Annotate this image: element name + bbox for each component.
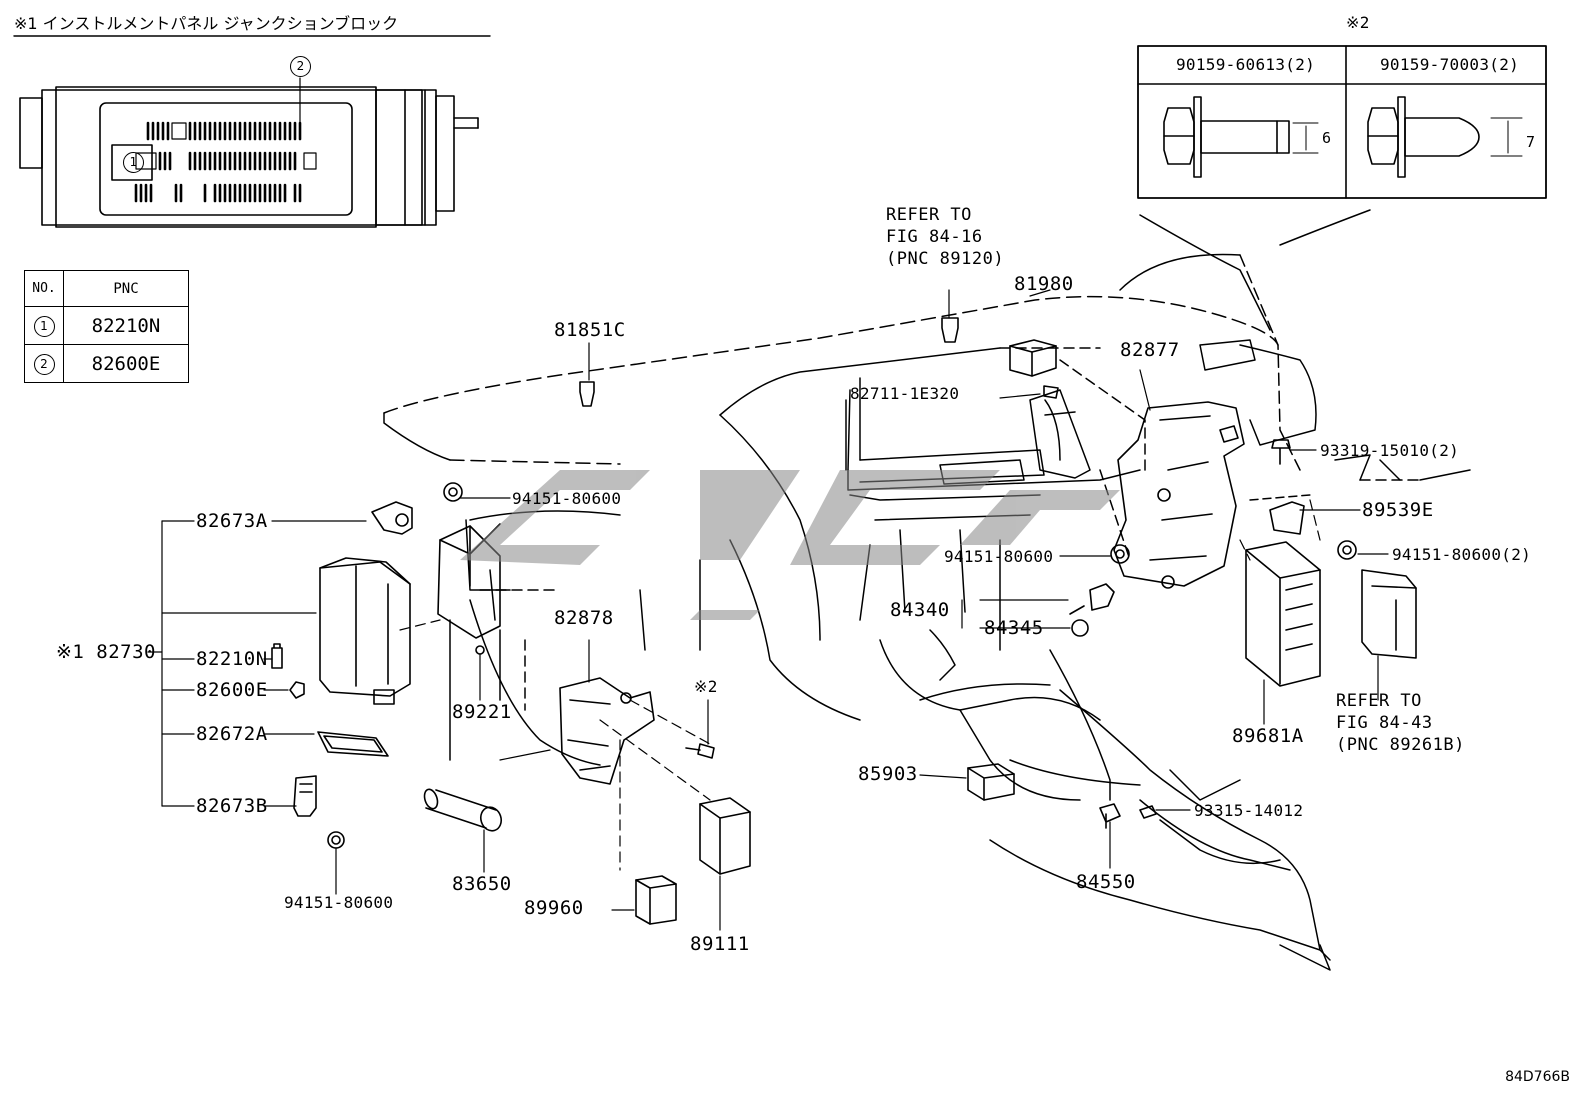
callout-1: 1 <box>123 152 144 173</box>
part-82730[interactable]: ※1 82730 <box>56 641 156 663</box>
part-94151-80600-c[interactable]: 94151-80600(2) <box>1392 545 1532 564</box>
refer-note-1-line3: (PNC 89120) <box>886 249 1005 269</box>
bolt-dim-2: 7 <box>1526 133 1536 151</box>
bolt-col-2[interactable]: 90159-70003(2) <box>1380 55 1520 74</box>
part-81980[interactable]: 81980 <box>1014 273 1074 295</box>
part-93319-15010[interactable]: 93319-15010(2) <box>1320 441 1460 460</box>
part-89681A[interactable]: 89681A <box>1232 725 1304 747</box>
pnc-row-1-no: 1 <box>24 306 64 345</box>
refer-note-2-line2[interactable]: FIG 84-43 <box>1336 713 1433 733</box>
part-82878[interactable]: 82878 <box>554 607 614 629</box>
part-89960[interactable]: 89960 <box>524 897 584 919</box>
bolt-inset <box>1137 45 1547 199</box>
part-94151-80600-b[interactable]: 94151-80600 <box>944 547 1054 566</box>
part-82673A[interactable]: 82673A <box>196 510 268 532</box>
part-82673B[interactable]: 82673B <box>196 795 268 817</box>
refer-note-1-line2[interactable]: FIG 84-16 <box>886 227 983 247</box>
pnc-row-2-value[interactable]: 82600E <box>63 344 189 383</box>
refer-note-2-line3: (PNC 89261B) <box>1336 735 1465 755</box>
leader-lines <box>147 289 1389 931</box>
part-82672A[interactable]: 82672A <box>196 723 268 745</box>
pnc-col-pnc: PNC <box>63 270 189 307</box>
dashed-connectors <box>399 499 1321 871</box>
pnc-col-no: NO. <box>24 270 64 307</box>
bolt-dim-1: 6 <box>1322 129 1332 147</box>
part-83650[interactable]: 83650 <box>452 873 512 895</box>
part-84550[interactable]: 84550 <box>1076 871 1136 893</box>
part-82210N[interactable]: 82210N <box>196 648 268 670</box>
part-81851C[interactable]: 81851C <box>554 319 626 341</box>
part-82600E[interactable]: 82600E <box>196 679 268 701</box>
part-85903[interactable]: 85903 <box>858 763 918 785</box>
part-93315-14012[interactable]: 93315-14012 <box>1194 801 1304 820</box>
pnc-table: NO. PNC 1 82210N 2 82600E <box>24 270 189 383</box>
refer-note-1-line1: REFER TO <box>886 205 972 225</box>
note-2-callout: ※2 <box>694 677 718 696</box>
parts-art <box>271 317 1417 925</box>
pnc-row-2-no: 2 <box>24 344 64 383</box>
bolt-col-1[interactable]: 90159-60613(2) <box>1176 55 1316 74</box>
part-84345[interactable]: 84345 <box>984 617 1044 639</box>
part-89111[interactable]: 89111 <box>690 933 750 955</box>
part-89539E[interactable]: 89539E <box>1362 499 1434 521</box>
callout-2: 2 <box>290 56 311 77</box>
figure-id: 84D766B <box>1505 1069 1570 1085</box>
refer-note-2-line1: REFER TO <box>1336 691 1422 711</box>
section-note: ※1 インストルメントパネル ジャンクションブロック <box>14 14 399 33</box>
junction-block-inset <box>19 77 479 228</box>
part-82711-1E320[interactable]: 82711-1E320 <box>850 384 960 403</box>
watermark <box>460 470 1120 620</box>
pnc-row-1-value[interactable]: 82210N <box>63 306 189 345</box>
part-84340[interactable]: 84340 <box>890 599 950 621</box>
part-94151-80600-a[interactable]: 94151-80600 <box>512 489 622 508</box>
part-94151-80600-d[interactable]: 94151-80600 <box>284 893 394 912</box>
part-82877[interactable]: 82877 <box>1120 339 1180 361</box>
dashboard-outline <box>383 209 1471 971</box>
note2-mark: ※2 <box>1346 13 1370 32</box>
part-89221[interactable]: 89221 <box>452 701 512 723</box>
